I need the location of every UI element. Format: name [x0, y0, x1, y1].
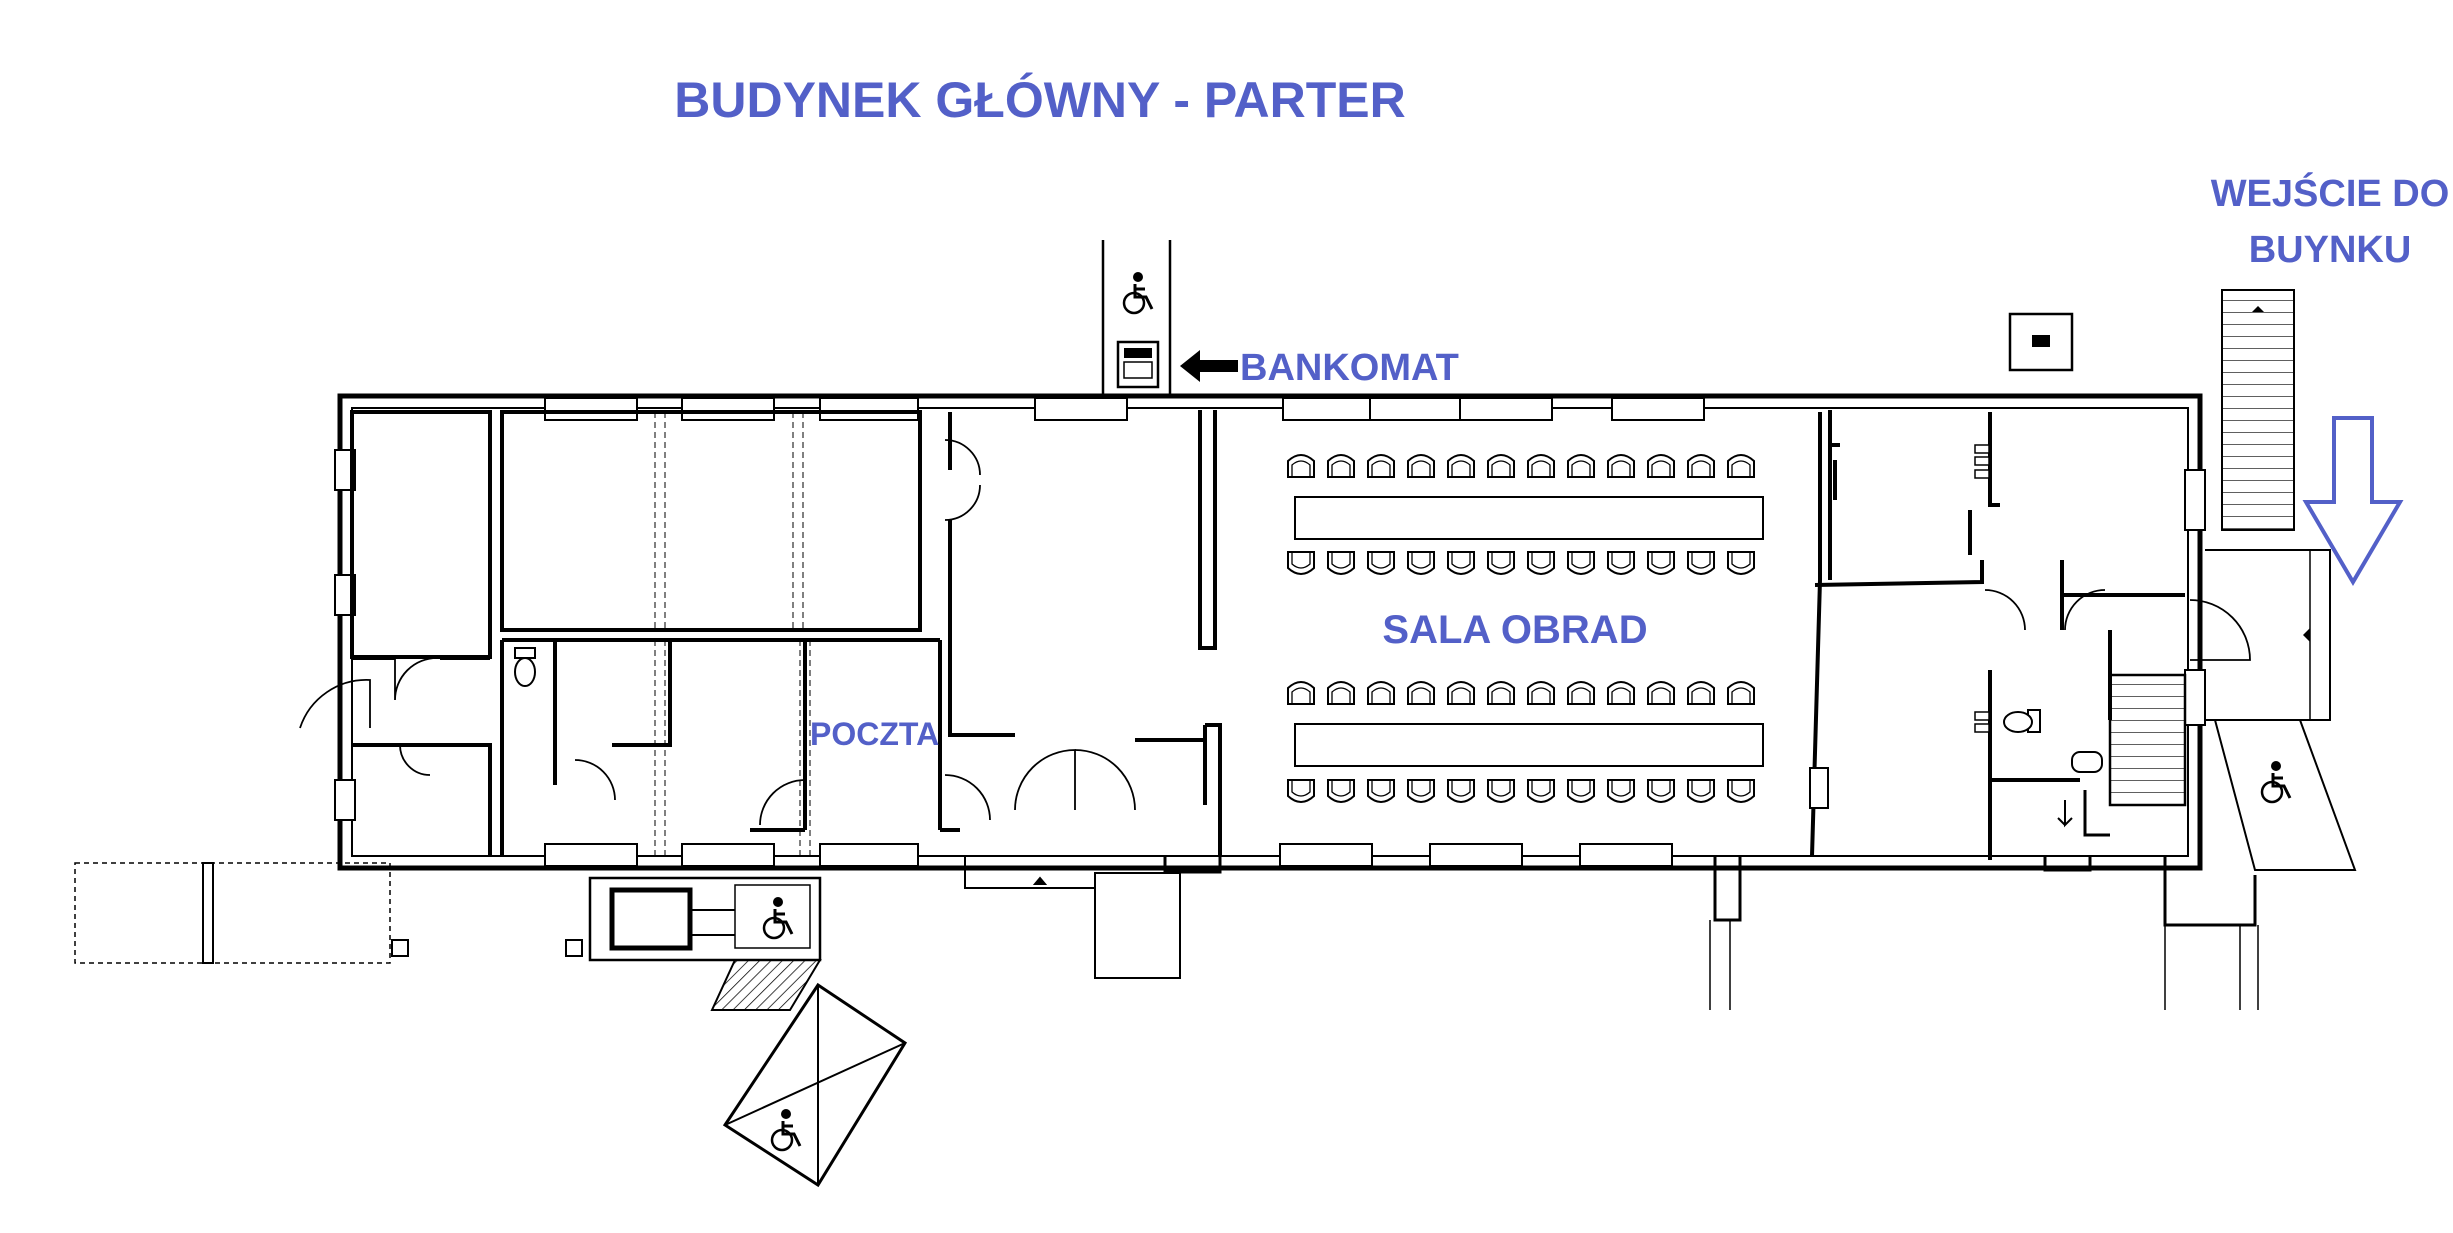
hall-label: SALA OBRAD: [1382, 608, 1647, 652]
entrance-stairs: [2205, 289, 2357, 871]
post-label: POCZTA: [810, 716, 939, 752]
conference-seating: [1287, 454, 1764, 803]
lift-platform: [588, 876, 822, 1011]
windows-bottom: [544, 843, 1673, 867]
windows-sides: [334, 449, 2206, 821]
entrance-label-line2: BUYNKU: [2249, 229, 2412, 271]
down-arrow-icon: [2302, 416, 2404, 586]
interior-walls: [350, 410, 2185, 860]
atm-niche: [1101, 240, 1172, 396]
entrance-label-line1: WEJŚCIE DO: [2211, 171, 2450, 215]
page-title: BUDYNEK GŁÓWNY - PARTER: [674, 72, 1406, 128]
bottom-entrance: [964, 856, 1222, 979]
windows-top: [544, 397, 1705, 421]
doors: [299, 439, 2251, 826]
sinks: [1974, 444, 1990, 733]
toilets: [514, 647, 2103, 773]
atm-label: BANKOMAT: [1240, 347, 1459, 389]
interior-staircase: [2057, 673, 2187, 837]
lower-right-structure: [1709, 856, 2259, 1010]
left-arrow-icon: [1180, 350, 1238, 382]
wheelchair-icon: [1122, 270, 1154, 315]
kiosk: [2008, 312, 2074, 372]
terrace: [74, 862, 583, 964]
cabinet: [1809, 767, 1829, 809]
ramp: [722, 982, 908, 1188]
